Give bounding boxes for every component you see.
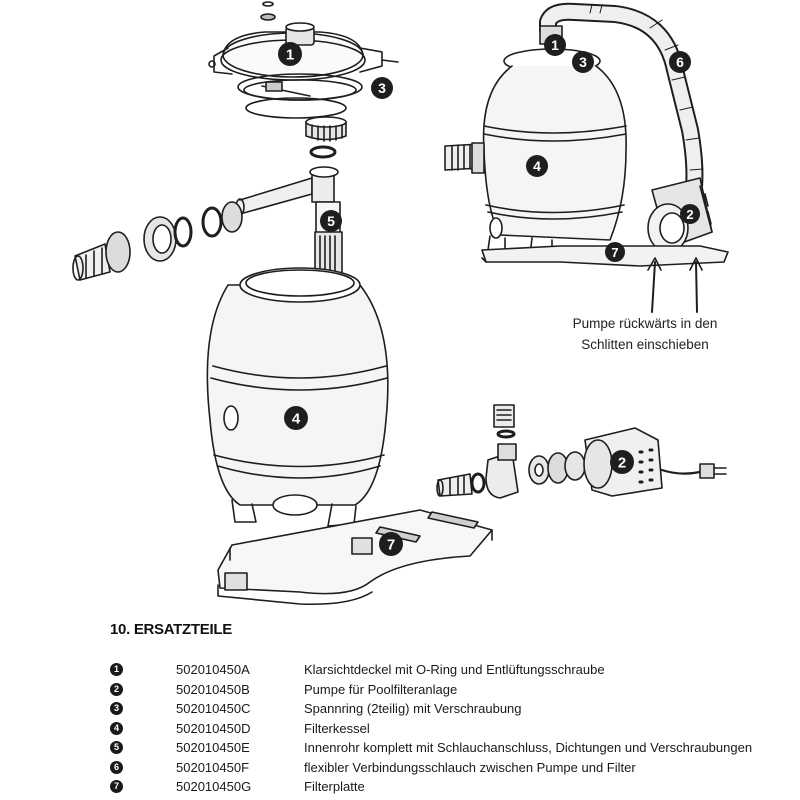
label-base-right: 7 [605, 242, 625, 262]
parts-list: 1 502010450A Klarsichtdeckel mit O-Ring … [110, 660, 790, 797]
base-plate-left [217, 509, 493, 606]
part-number-badge: 7 [110, 780, 123, 793]
svg-text:7: 7 [611, 245, 618, 260]
label-pipe: 5 [320, 210, 342, 232]
part-description: Klarsichtdeckel mit O-Ring und Entlüftun… [304, 662, 605, 677]
svg-text:3: 3 [378, 80, 386, 96]
part-code: 502010450B [176, 681, 250, 697]
svg-text:5: 5 [327, 213, 335, 229]
part-number-badge: 5 [110, 741, 123, 754]
label-tank-left: 4 [284, 406, 308, 430]
insert-hint-line-1: Pumpe rückwärts in den [572, 316, 718, 331]
label-cover: 1 [278, 42, 302, 66]
section-title: 10. ERSATZTEILE [110, 621, 232, 638]
part-number-badge: 6 [110, 760, 123, 774]
list-item: 6 502010450F flexibler Verbindungsschlau… [110, 758, 790, 778]
filter-tank-right [444, 48, 627, 256]
svg-text:2: 2 [686, 207, 693, 222]
filter-tank-left [206, 267, 389, 527]
list-item: 3 502010450C Spannring (2teilig) mit Ver… [110, 699, 790, 719]
list-item: 1 502010450A Klarsichtdeckel mit O-Ring … [110, 660, 790, 680]
pipe-washer [309, 145, 337, 159]
svg-text:4: 4 [533, 158, 541, 174]
vent-washers [260, 1, 276, 21]
part-number-badge: 2 [110, 682, 123, 696]
part-description: flexibler Verbindungsschlauch zwischen P… [304, 759, 636, 775]
part-description: Filterplatte [304, 779, 365, 794]
svg-text:3: 3 [579, 54, 587, 70]
label-clamp: 3 [371, 77, 393, 99]
part-number-badge: 3 [110, 702, 123, 715]
label-pump-right: 2 [680, 204, 700, 224]
label-tank-right: 4 [526, 155, 548, 177]
part-code: 502010450D [176, 720, 251, 736]
inner-pipe [235, 166, 343, 275]
threaded-nut [305, 116, 347, 142]
part-description: Spannring (2teilig) mit Verschraubung [304, 701, 522, 716]
part-code: 502010450E [176, 740, 250, 755]
part-number-badge: 4 [110, 721, 123, 735]
pump-right [647, 177, 713, 253]
insert-hint-line-2: Schlitten einschieben [581, 337, 709, 352]
list-item: 4 502010450D Filterkessel [110, 719, 790, 739]
clear-cover [208, 22, 399, 81]
base-plate-right [481, 245, 729, 267]
connection-hose [539, 2, 704, 204]
insert-hint: Pumpe rückwärts in den Schlitten einschi… [540, 313, 750, 355]
part-code: 502010450A [176, 662, 250, 677]
label-pump-exploded: 2 [610, 450, 634, 474]
part-description: Innenrohr komplett mit Schlauchanschluss… [304, 740, 753, 755]
exploded-parts-diagram: 1 3 5 4 7 1 3 6 4 2 7 2 [72, 1, 729, 606]
svg-text:7: 7 [387, 537, 395, 554]
list-item: 2 502010450B Pumpe für Poolfilteranlage [110, 680, 790, 700]
part-code: 502010450C [176, 701, 251, 716]
svg-text:2: 2 [618, 455, 626, 472]
svg-text:1: 1 [286, 47, 294, 64]
label-base-left: 7 [379, 532, 403, 556]
list-item: 5 502010450E Innenrohr komplett mit Schl… [110, 738, 790, 758]
part-description: Pumpe für Poolfilteranlage [304, 681, 458, 697]
hose-fittings-left [72, 201, 243, 281]
svg-text:1: 1 [551, 37, 559, 53]
part-code: 502010450F [176, 759, 250, 775]
part-description: Filterkessel [304, 720, 370, 736]
svg-text:4: 4 [292, 411, 301, 428]
part-code: 502010450G [176, 779, 252, 794]
svg-text:6: 6 [676, 54, 684, 70]
insert-arrows [647, 257, 703, 313]
label-hose: 6 [669, 51, 691, 73]
pump-exploded [436, 404, 727, 499]
label-clamp-right: 3 [572, 51, 594, 73]
list-item: 7 502010450G Filterplatte [110, 777, 790, 797]
part-number-badge: 1 [110, 663, 123, 676]
cover-o-ring [245, 97, 347, 119]
clamp-ring [237, 73, 363, 101]
label-cover-right: 1 [544, 34, 566, 56]
